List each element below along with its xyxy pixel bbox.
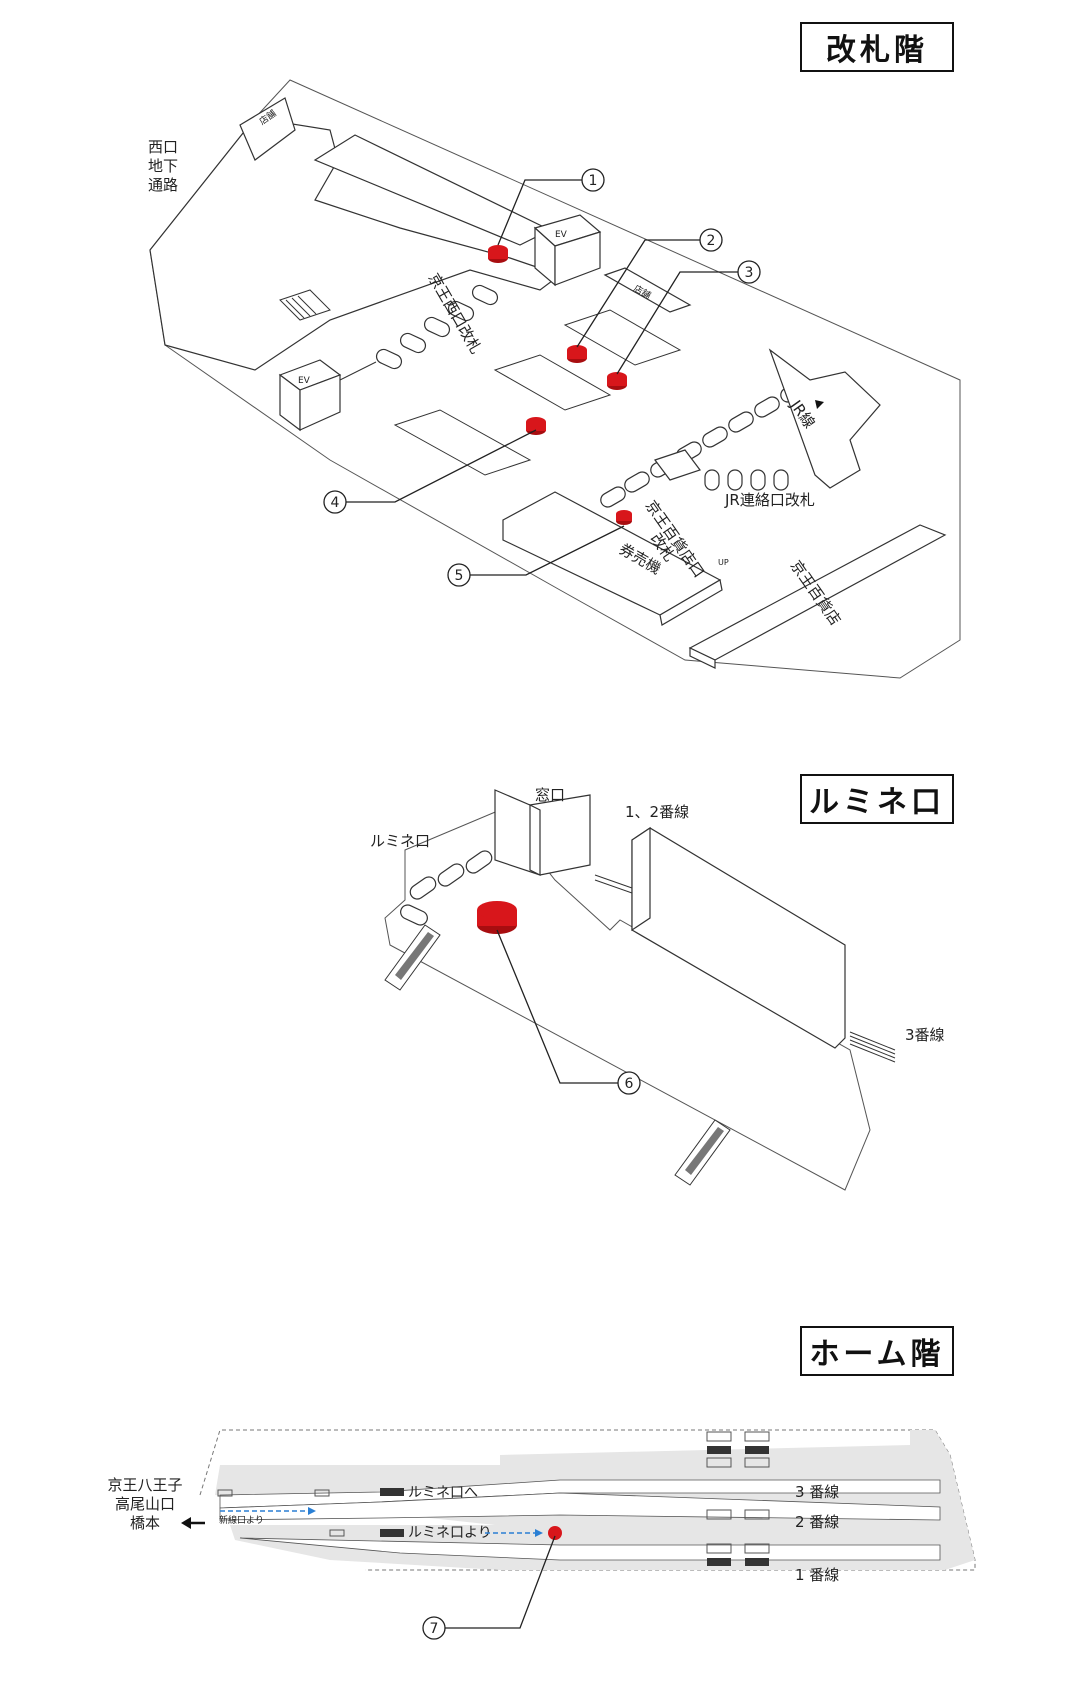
- svg-text:EV: EV: [555, 230, 568, 240]
- keio-west-gates: [339, 284, 499, 381]
- marker-6[interactable]: 6: [477, 901, 641, 1095]
- arrow-right-icon: [220, 1507, 316, 1515]
- svg-text:5: 5: [455, 568, 464, 584]
- escalator-icon: [674, 1119, 731, 1186]
- lumine-gate-label: ルミネ口: [370, 832, 430, 850]
- escalator-icon: [380, 1446, 769, 1566]
- arrow-right-icon: [485, 1529, 543, 1537]
- shop-bar: [603, 267, 692, 313]
- arrow-left-icon: [181, 1517, 205, 1529]
- west-underpass-label-1: 西口: [148, 138, 178, 156]
- destination-2: 高尾山口: [115, 1495, 175, 1513]
- marker-7[interactable]: 7: [422, 1526, 562, 1640]
- line-3-label: 3番線: [905, 1026, 945, 1044]
- ticket-floor-title: 改札階: [800, 22, 954, 72]
- ticket-floor-map: 店舗 西口 地下 通路 EV EV 京王西口改札 店舗: [148, 79, 961, 679]
- track-1-label: 1 番線: [795, 1566, 839, 1584]
- destination-3: 橋本: [130, 1514, 160, 1532]
- lumine-gate-title: ルミネ口: [800, 774, 954, 824]
- svg-text:7: 7: [430, 1621, 439, 1637]
- lines-1-2-label: 1、2番線: [625, 803, 689, 821]
- jr-block: [768, 348, 881, 489]
- west-underpass-label-3: 通路: [148, 176, 178, 194]
- keio-west-gate-label: 京王西口改札: [425, 270, 486, 357]
- svg-text:1: 1: [589, 173, 598, 189]
- jr-transfer-gates: [654, 449, 789, 491]
- triangle-up-icon: [815, 400, 824, 409]
- lumine-gates: [400, 850, 493, 926]
- stairs-icon: [217, 1431, 770, 1554]
- up-label: UP: [718, 558, 729, 567]
- destination-1: 京王八王子: [107, 1476, 182, 1494]
- platform-wall: [631, 827, 846, 1049]
- track-2: [219, 1492, 941, 1521]
- escalator-icon: [384, 924, 441, 991]
- svg-text:EV: EV: [298, 376, 311, 386]
- from-lumine-label: ルミネ口より: [408, 1525, 492, 1541]
- track-1: [239, 1537, 941, 1561]
- svg-text:2: 2: [707, 233, 716, 249]
- stairs-icon: [279, 289, 331, 321]
- window-label: 窓口: [535, 786, 565, 804]
- from-shinsen-label: 新線口より: [219, 1514, 264, 1526]
- track-3-label: 3 番線: [795, 1483, 839, 1501]
- marker-3[interactable]: 3: [607, 260, 761, 390]
- marker-5[interactable]: 5: [447, 510, 632, 587]
- svg-text:4: 4: [331, 495, 340, 511]
- marker-2[interactable]: 2: [567, 228, 723, 363]
- svg-text:3: 3: [745, 265, 754, 281]
- stairs-icon: [594, 874, 896, 1063]
- marker-1[interactable]: 1: [488, 168, 605, 263]
- track-2-label: 2 番線: [795, 1513, 839, 1531]
- platform-floor-map: ルミネ口へ ルミネ口より 新線口より 3 番線 2 番線 1 番線 京王八王子 …: [107, 1429, 976, 1640]
- west-shop-box: [239, 97, 296, 161]
- elevator-icon: EV: [278, 359, 342, 432]
- marker-4[interactable]: 4: [323, 417, 546, 514]
- svg-text:6: 6: [625, 1076, 634, 1092]
- platform-floor-title: ホーム階: [800, 1326, 954, 1376]
- to-lumine-label: ルミネ口へ: [408, 1485, 478, 1501]
- jr-transfer-gate-label: JR連絡口改札: [724, 491, 815, 509]
- elevator-icon: EV: [533, 214, 602, 287]
- lumine-gate-map: 窓口 1、2番線 ルミネ口 3番線 6: [370, 786, 945, 1191]
- west-underpass-label-2: 地下: [148, 157, 178, 175]
- stairs-icon: [393, 309, 682, 476]
